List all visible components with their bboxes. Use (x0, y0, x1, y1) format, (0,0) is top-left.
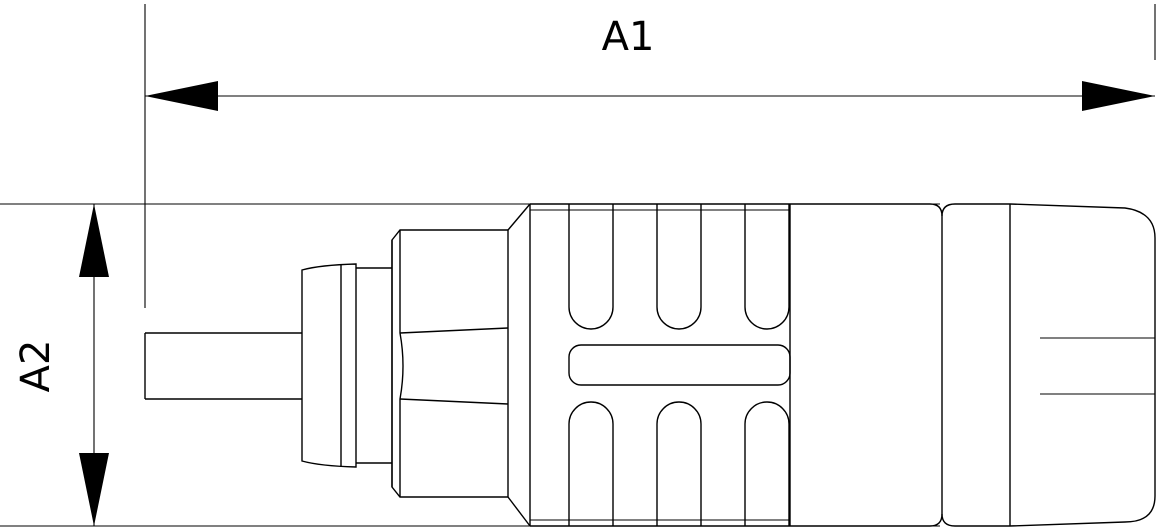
grip-slot-upper-2 (656, 204, 702, 330)
dimension-a1: A1 (144, 4, 1156, 308)
cable (144, 332, 302, 400)
grip-slot-lower-1 (568, 401, 614, 526)
grip-slot-upper-3 (744, 204, 790, 330)
seal-cap (301, 263, 392, 468)
dimension-label-a1: A1 (602, 14, 655, 60)
grip-slot-lower-2 (656, 401, 702, 526)
arrowhead-left (145, 81, 218, 111)
grip-slot-upper-1 (568, 204, 614, 330)
arrowhead-right (1082, 81, 1155, 111)
connector (144, 203, 1156, 527)
dimension-label-a2: A2 (13, 340, 59, 393)
arrowhead-bottom (79, 453, 109, 526)
connector-tip (941, 203, 1156, 527)
arrowhead-top (79, 204, 109, 277)
grip-slot-center (568, 344, 791, 386)
front-section (790, 203, 943, 527)
dimension-a2: A2 (0, 203, 940, 527)
grip-body (529, 203, 791, 527)
grip-slot-lower-3 (744, 401, 790, 526)
hex-nut (391, 203, 531, 527)
